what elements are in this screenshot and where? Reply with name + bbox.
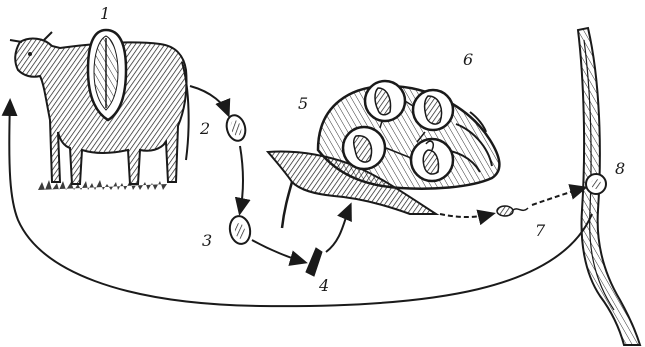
miracidium-egg-illustration (228, 214, 253, 245)
cow-illustration (10, 30, 189, 190)
egg-illustration (224, 113, 248, 143)
stage-label-4: 4 (319, 278, 329, 294)
stage-label-2: 2 (200, 121, 210, 137)
arrow-3-to-4 (252, 240, 304, 262)
stage-label-3: 3 (202, 233, 212, 249)
arrow-7-to-8 (532, 188, 584, 205)
grass-blade-illustration (578, 28, 640, 345)
arrow-2-to-3 (240, 146, 243, 212)
arrow-5-to-7 (440, 214, 492, 217)
miracidium-illustration (306, 248, 322, 276)
stage-label-5: 5 (298, 96, 308, 112)
arrow-1-to-2 (190, 86, 228, 114)
cercaria-illustration (497, 206, 528, 216)
stage-label-8: 8 (615, 161, 625, 177)
stage-label-1: 1 (100, 6, 110, 22)
arrow-4-to-5 (326, 206, 350, 252)
stage-label-7: 7 (535, 223, 545, 239)
stage-label-6: 6 (463, 52, 473, 68)
